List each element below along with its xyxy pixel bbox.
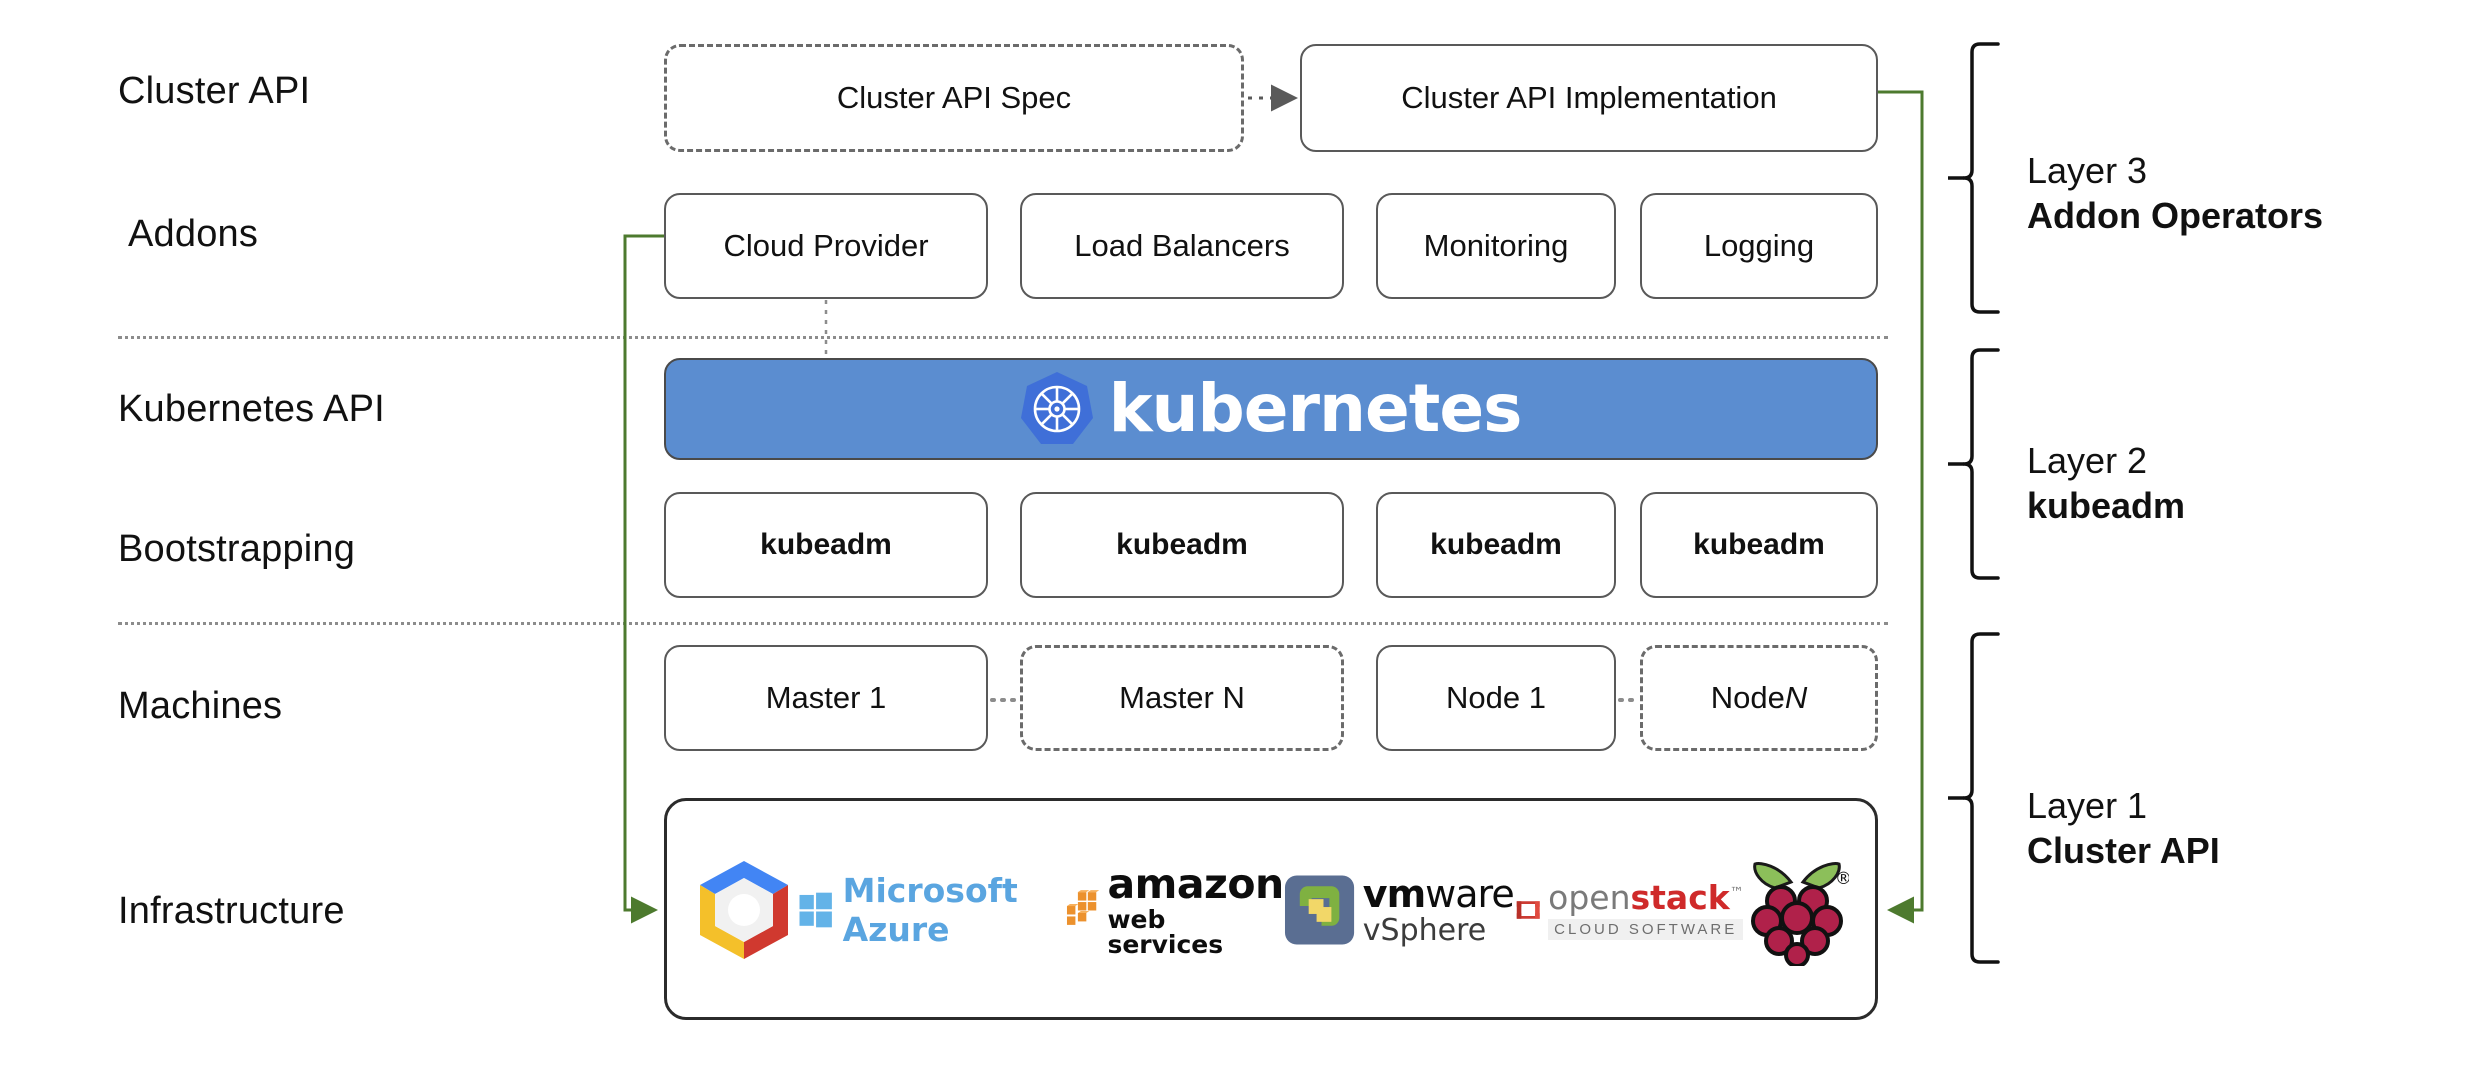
google-cloud-platform-logo bbox=[690, 857, 798, 963]
row-label-kubernetes-api: Kubernetes API bbox=[118, 388, 385, 430]
right-green-arrow bbox=[1878, 90, 1924, 924]
row-label-cluster-api: Cluster API bbox=[118, 70, 311, 112]
machine-box-node-n[interactable]: Node N bbox=[1640, 645, 1878, 751]
row-label-infrastructure: Infrastructure bbox=[118, 890, 345, 932]
aws-label-bottom: web services bbox=[1107, 904, 1224, 959]
microsoft-azure-label: Microsoft Azure bbox=[842, 871, 1018, 949]
machine-box-master-1[interactable]: Master 1 bbox=[664, 645, 988, 751]
vmware-label: vmware bbox=[1362, 871, 1515, 916]
machine-box-master-n[interactable]: Master N bbox=[1020, 645, 1344, 751]
layer-2-name: kubeadm bbox=[2027, 485, 2186, 527]
row-label-machines: Machines bbox=[118, 685, 283, 727]
raspberry-pi-logo: ® bbox=[1744, 854, 1850, 966]
openstack-logo: openstack™ CLOUD SOFTWARE bbox=[1514, 879, 1744, 941]
kubernetes-wordmark: kubernetes bbox=[1108, 370, 1523, 447]
kubeadm-box-3[interactable]: kubeadm bbox=[1376, 492, 1616, 598]
amazon-web-services-logo: amazon web services bbox=[1064, 859, 1284, 959]
openstack-tagline: CLOUD SOFTWARE bbox=[1548, 918, 1744, 940]
brace-layer-2 bbox=[1962, 348, 2000, 580]
layer-label-3: Layer 3 Addon Operators bbox=[2027, 148, 2323, 239]
brace-layer-3 bbox=[1962, 42, 2000, 314]
layer-label-2: Layer 2 kubeadm bbox=[2027, 438, 2185, 529]
machine-box-node-1[interactable]: Node 1 bbox=[1376, 645, 1616, 751]
separator-layer2-layer1 bbox=[118, 622, 1888, 625]
microsoft-azure-logo: Microsoft Azure bbox=[798, 871, 1064, 949]
vsphere-label: vSphere bbox=[1362, 912, 1487, 948]
addon-box-logging[interactable]: Logging bbox=[1640, 193, 1878, 299]
kubeadm-box-4[interactable]: kubeadm bbox=[1640, 492, 1878, 598]
layer-2-number: Layer 2 bbox=[2027, 440, 2148, 481]
machine-box-node-n-index: N bbox=[1784, 680, 1808, 715]
layer-1-name: Cluster API bbox=[2027, 830, 2220, 872]
infrastructure-box[interactable] bbox=[664, 798, 1878, 1020]
cluster-api-spec-box[interactable]: Cluster API Spec bbox=[664, 44, 1244, 152]
addon-box-cloud-provider[interactable]: Cloud Provider bbox=[664, 193, 988, 299]
vmware-vsphere-logo: vmware vSphere bbox=[1284, 871, 1515, 948]
openstack-label: openstack™ bbox=[1548, 877, 1744, 917]
svg-text:®: ® bbox=[1835, 869, 1849, 889]
kubernetes-banner[interactable]: kubernetes bbox=[664, 358, 1878, 460]
addon-box-load-balancers[interactable]: Load Balancers bbox=[1020, 193, 1344, 299]
machine-box-node-n-label: Node bbox=[1710, 680, 1785, 715]
row-label-bootstrapping: Bootstrapping bbox=[118, 528, 356, 570]
layer-1-number: Layer 1 bbox=[2027, 785, 2148, 826]
brace-layer-1 bbox=[1962, 632, 2000, 964]
layer-label-1: Layer 1 Cluster API bbox=[2027, 783, 2220, 874]
row-label-addons: Addons bbox=[128, 213, 259, 255]
layer-3-number: Layer 3 bbox=[2027, 150, 2148, 191]
aws-label-top: amazon bbox=[1107, 859, 1284, 908]
kubernetes-helm-wheel-icon bbox=[1020, 370, 1093, 448]
infrastructure-logo-strip: Microsoft Azure bbox=[690, 845, 1850, 975]
kubeadm-box-2[interactable]: kubeadm bbox=[1020, 492, 1344, 598]
kubeadm-box-1[interactable]: kubeadm bbox=[664, 492, 988, 598]
cluster-api-implementation-box[interactable]: Cluster API Implementation bbox=[1300, 44, 1878, 152]
separator-layer3-layer2 bbox=[118, 336, 1888, 339]
addon-box-monitoring[interactable]: Monitoring bbox=[1376, 193, 1616, 299]
layer-3-name: Addon Operators bbox=[2027, 195, 2324, 237]
